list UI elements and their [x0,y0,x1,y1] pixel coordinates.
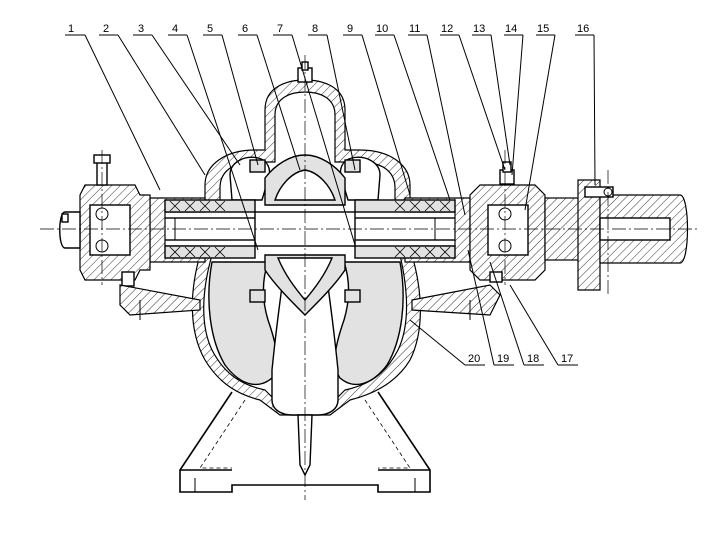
part-number-4: 4 [172,23,178,35]
part-number-3: 3 [138,23,144,35]
right-seal-housing [354,197,471,263]
centerlines [40,55,700,500]
part-number-12: 12 [441,23,453,35]
part-number-11: 11 [409,23,420,35]
part-number-1: 1 [68,23,74,35]
part-number-16: 16 [577,23,589,35]
leader-lines [65,34,596,251]
part-number-6: 6 [242,23,248,35]
part-number-7: 7 [277,23,283,35]
leader-lines-bottom [409,249,578,366]
part-number-5: 5 [207,23,213,35]
part-number-10: 10 [376,23,388,35]
part-number-9: 9 [347,23,353,35]
left-bearing-housing [59,154,151,287]
part-number-19: 19 [497,353,509,365]
part-number-labels: 1 2 3 4 5 6 7 8 9 10 11 12 13 14 15 16 1… [68,23,589,365]
part-number-15: 15 [537,23,549,35]
left-seal-housing [149,197,256,263]
part-number-13: 13 [473,23,485,35]
pedestal [179,391,431,493]
part-number-17: 17 [561,353,573,365]
part-number-14: 14 [505,23,517,35]
right-bearing-housing [469,161,546,283]
part-number-18: 18 [527,353,539,365]
part-number-20: 20 [468,353,480,365]
part-number-2: 2 [103,23,109,35]
part-number-8: 8 [312,23,318,35]
coupling [544,179,689,291]
